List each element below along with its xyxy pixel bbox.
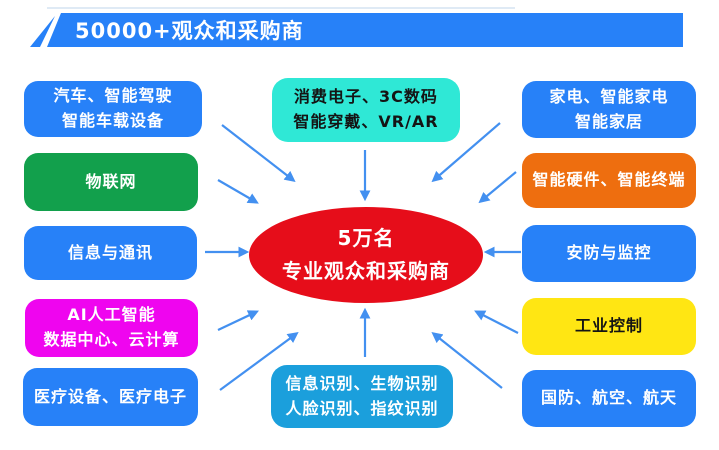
node-industrial-control: 工业控制: [522, 298, 696, 355]
node-label: 医疗设备、医疗电子: [33, 386, 187, 406]
node-label: 物联网: [85, 171, 137, 191]
node-label: 工业控制: [574, 316, 643, 336]
node-label: 安防与监控: [566, 243, 652, 263]
center-ellipse-line1: 5万名: [337, 226, 395, 250]
node-label: 智能穿戴、VR/AR: [293, 112, 439, 131]
header-title: 50000+观众和采购商: [75, 19, 304, 43]
node-ai: AI人工智能 数据中心、云计算: [25, 299, 198, 357]
node-consumer-electronics: 消费电子、3C数码 智能穿戴、VR/AR: [272, 78, 460, 142]
top-accent-line: [47, 7, 515, 9]
node-automotive: 汽车、智能驾驶 智能车载设备: [24, 81, 202, 137]
node-defense: 国防、航空、航天: [522, 370, 696, 427]
node-label: 汽车、智能驾驶: [53, 86, 173, 106]
center-ellipse-line2: 专业观众和采购商: [282, 259, 450, 283]
header-bar: 50000+观众和采购商: [47, 13, 683, 47]
node-label: 智能家居: [574, 111, 643, 131]
node-label: 人脸识别、指纹识别: [285, 398, 439, 418]
node-label: 消费电子、3C数码: [294, 87, 438, 107]
node-label: 信息识别、生物识别: [285, 373, 439, 393]
node-medical: 医疗设备、医疗电子: [23, 368, 198, 426]
node-label: AI人工智能: [67, 305, 156, 325]
node-label: 信息与通讯: [67, 242, 153, 262]
node-smart-hardware: 智能硬件、智能终端: [522, 153, 696, 208]
node-label: 国防、航空、航天: [540, 388, 677, 408]
center-ellipse: 5万名 专业观众和采购商: [249, 207, 483, 303]
node-label: 智能硬件、智能终端: [532, 170, 686, 190]
node-label: 智能车载设备: [61, 111, 164, 130]
node-home-appliance: 家电、智能家电 智能家居: [522, 81, 696, 138]
node-ict: 信息与通讯: [24, 226, 197, 280]
arrow-from-industrial-control: [474, 310, 519, 334]
node-iot: 物联网: [24, 153, 198, 211]
node-recognition: 信息识别、生物识别 人脸识别、指纹识别: [271, 365, 453, 428]
node-label: 家电、智能家电: [549, 86, 669, 106]
header-banner: 50000+观众和采购商: [28, 13, 683, 47]
arrow-from-smart-hardware: [478, 171, 517, 204]
arrow-from-ai: [217, 310, 259, 331]
node-security: 安防与监控: [522, 225, 696, 282]
arrow-from-iot: [217, 179, 259, 204]
node-label: 数据中心、云计算: [43, 330, 180, 349]
